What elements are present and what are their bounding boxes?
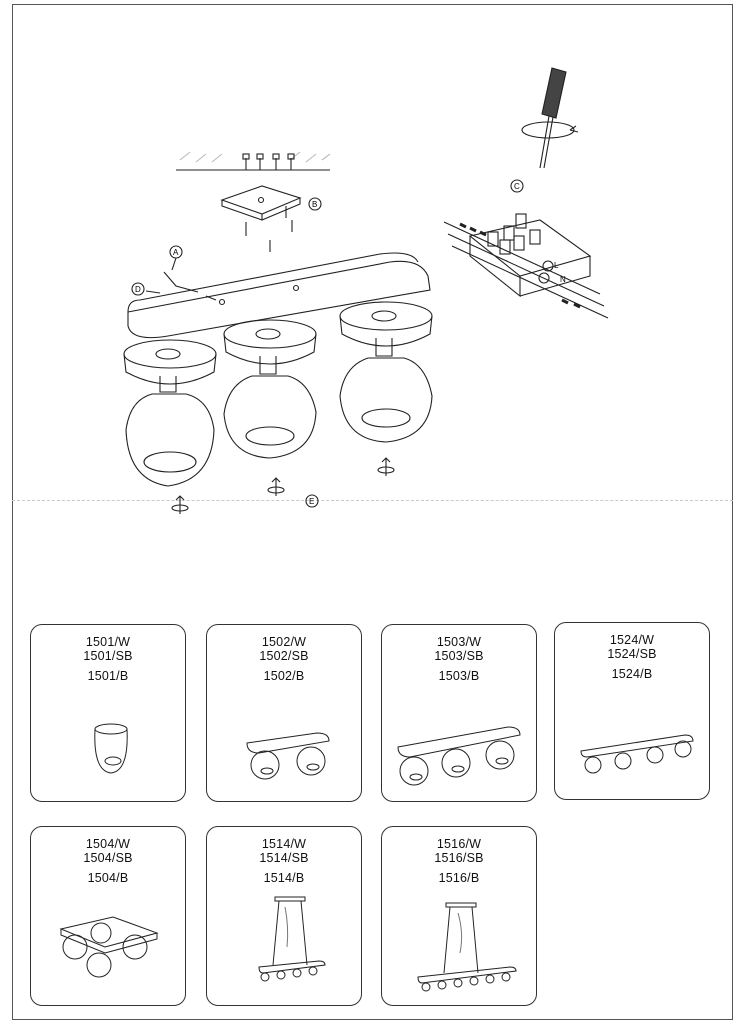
product-code-w: 1524/W — [609, 633, 655, 647]
product-code-b: 1503/B — [438, 669, 480, 683]
callout-a-label: A — [173, 248, 179, 257]
four-light-pendant-bar-icon — [258, 896, 326, 982]
mounting-plate-icon — [220, 185, 302, 252]
product-code-sb: 1502/SB — [259, 649, 309, 663]
product-code-b: 1504/B — [87, 871, 129, 885]
product-code-sb: 1524/SB — [607, 647, 657, 661]
callout-d-label: D — [135, 285, 141, 294]
product-card-1514: 1514/W 1514/SB 1514/B — [206, 826, 362, 1006]
product-codes: 1524/W 1524/SB 1524/B — [555, 633, 709, 681]
product-codes: 1501/W 1501/SB 1501/B — [31, 635, 185, 683]
rotate-arrow-icons — [171, 457, 395, 514]
six-light-pendant-bar-icon — [417, 902, 517, 992]
four-spot-square-plate-icon — [59, 916, 159, 978]
product-code-sb: 1514/SB — [259, 851, 309, 865]
product-card-1503: 1503/W 1503/SB 1503/B — [381, 624, 537, 802]
spot-head-middle-icon — [223, 319, 317, 459]
wire-n-label: N — [560, 275, 566, 284]
product-codes: 1503/W 1503/SB 1503/B — [382, 635, 536, 683]
product-code-sb: 1501/SB — [83, 649, 133, 663]
product-card-1516: 1516/W 1516/SB 1516/B — [381, 826, 537, 1006]
product-code-b: 1514/B — [263, 871, 305, 885]
screwdriver-icon — [521, 67, 579, 169]
fold-line — [12, 500, 733, 501]
product-codes: 1514/W 1514/SB 1514/B — [207, 837, 361, 885]
light-bar-icon — [127, 252, 431, 339]
product-code-b: 1524/B — [611, 667, 653, 681]
callout-e-label: E — [309, 497, 314, 506]
callout-c-label: C — [514, 182, 520, 191]
four-spot-bar-icon — [580, 734, 694, 774]
product-codes: 1504/W 1504/SB 1504/B — [31, 837, 185, 885]
two-spot-bar-icon — [246, 732, 330, 780]
spot-head-left-icon — [123, 339, 217, 487]
product-code-w: 1514/W — [261, 837, 307, 851]
assembly-illustration: B A D C E L N — [123, 67, 609, 514]
single-spotlight-icon — [94, 723, 128, 774]
product-card-1501: 1501/W 1501/SB 1501/B — [30, 624, 186, 802]
product-code-w: 1501/W — [85, 635, 131, 649]
page-frame — [12, 4, 733, 1020]
product-card-1524: 1524/W 1524/SB 1524/B — [554, 622, 710, 800]
product-code-b: 1501/B — [87, 669, 129, 683]
product-code-sb: 1503/SB — [434, 649, 484, 663]
product-code-w: 1502/W — [261, 635, 307, 649]
wire-l-label: L — [554, 261, 559, 270]
product-card-1504: 1504/W 1504/SB 1504/B — [30, 826, 186, 1006]
product-codes: 1516/W 1516/SB 1516/B — [382, 837, 536, 885]
product-card-1502: 1502/W 1502/SB 1502/B — [206, 624, 362, 802]
product-code-sb: 1504/SB — [83, 851, 133, 865]
product-codes: 1502/W 1502/SB 1502/B — [207, 635, 361, 683]
product-code-b: 1502/B — [263, 669, 305, 683]
product-code-b: 1516/B — [438, 871, 480, 885]
ceiling-plugs-icon — [176, 151, 331, 171]
terminal-block-icon — [443, 213, 609, 319]
three-spot-bar-icon — [397, 726, 521, 786]
product-code-w: 1503/W — [436, 635, 482, 649]
product-code-w: 1504/W — [85, 837, 131, 851]
spot-head-right-icon — [339, 301, 433, 443]
callout-b-label: B — [312, 200, 317, 209]
product-code-sb: 1516/SB — [434, 851, 484, 865]
product-code-w: 1516/W — [436, 837, 482, 851]
